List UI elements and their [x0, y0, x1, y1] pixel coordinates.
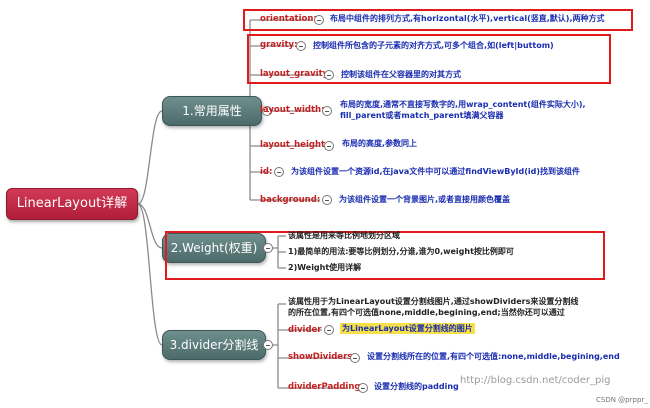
attr-layout-width-label: layout_width: [260, 105, 325, 115]
attr-layout-width-desc-line1: 布局的宽度,通常不直接写数字的,用wrap_content(组件实际大小), [340, 100, 586, 109]
attr-id-desc: 为该组件设置一个资源id,在java文件中可以通过findViewById(id… [291, 167, 581, 176]
branch-common-attributes[interactable]: 1.常用属性 [162, 96, 262, 126]
attr-background-desc: 为该组件设置一个背景图片,或者直接用颜色覆盖 [339, 195, 511, 204]
highlight-box-weight [165, 231, 605, 280]
attr-layout-width-desc-line2: fill_parent或者match_parent填满父容器 [340, 111, 504, 120]
connector-root-branch3 [137, 203, 163, 346]
divider-item-dividerpadding-label: dividerPadding [288, 382, 361, 392]
collapse-toggle-icon[interactable] [263, 340, 273, 350]
collapse-toggle-icon[interactable] [350, 353, 360, 363]
branch-weight[interactable]: 2.Weight(权重) [162, 233, 266, 263]
connector-b3-trunk [265, 303, 348, 389]
attr-id-label: id: [260, 167, 273, 177]
watermark: http://blog.csdn.net/coder_pig [460, 375, 611, 386]
weight-line1: 该属性是用来等比例地划分区域 [288, 231, 400, 240]
collapse-toggle-icon[interactable] [324, 141, 334, 151]
highlight-box-orientation [243, 9, 633, 31]
attr-gravity-label: gravity: [260, 40, 298, 50]
weight-line2: 1)最简单的用法:要等比例划分,分谁,谁为0,weight按比例即可 [288, 247, 514, 256]
collapse-toggle-icon[interactable] [324, 325, 334, 335]
collapse-toggle-icon[interactable] [262, 106, 272, 116]
attr-orientation-label: orientation: [260, 14, 317, 24]
collapse-toggle-icon[interactable] [324, 70, 334, 80]
attr-gravity-desc: 控制组件所包含的子元素的对齐方式,可多个组合,如(left|buttom) [313, 41, 554, 50]
weight-line3: 2)Weight使用详解 [288, 263, 362, 272]
connector-root-branch1 [137, 110, 163, 205]
connector-b2-trunk [265, 235, 286, 269]
collapse-toggle-icon[interactable] [296, 41, 306, 51]
divider-item-dividerpadding-desc: 设置分割线的padding [374, 382, 459, 391]
collapse-toggle-icon[interactable] [322, 106, 332, 116]
collapse-toggle-icon[interactable] [358, 383, 368, 393]
collapse-toggle-icon[interactable] [263, 243, 273, 253]
attr-layout-height-desc: 布局的高度,参数同上 [342, 139, 418, 148]
connector-root-branch2 [137, 203, 163, 249]
divider-item-divider-desc: 为LinearLayout设置分割线的图片 [340, 323, 475, 334]
root-node[interactable]: LinearLayout详解 [6, 188, 138, 220]
divider-intro-line1: 该属性用于为LinearLayout设置分割线图片,通过showDividers… [288, 297, 579, 306]
attr-orientation-desc: 布局中组件的排列方式,有horizontal(水平),vertical(竖直,默… [330, 14, 605, 23]
collapse-toggle-icon[interactable] [314, 15, 324, 25]
collapse-toggle-icon[interactable] [322, 195, 332, 205]
attr-layout-gravity-label: layout_gravity: [260, 69, 332, 79]
divider-item-divider-label: divider [288, 325, 322, 335]
divider-item-showdividers-desc: 设置分割线所在的位置,有四个可选值:none,middle,begining,e… [367, 352, 620, 361]
attr-layout-gravity-desc: 控制该组件在父容器里的对其方式 [341, 70, 461, 79]
divider-intro-line2: 的所在位置,有四个可选值none,middle,begining,end;当然你… [288, 308, 565, 317]
attr-background-label: background: [260, 195, 321, 205]
branch-divider[interactable]: 3.divider分割线 [162, 330, 266, 360]
credit-text: CSDN @prppr_ [596, 396, 648, 404]
attr-layout-height-label: layout_height: [260, 140, 329, 150]
divider-item-showdividers-label: showDividers [288, 352, 353, 362]
collapse-toggle-icon[interactable] [274, 167, 284, 177]
highlight-box-gravity [247, 34, 611, 84]
